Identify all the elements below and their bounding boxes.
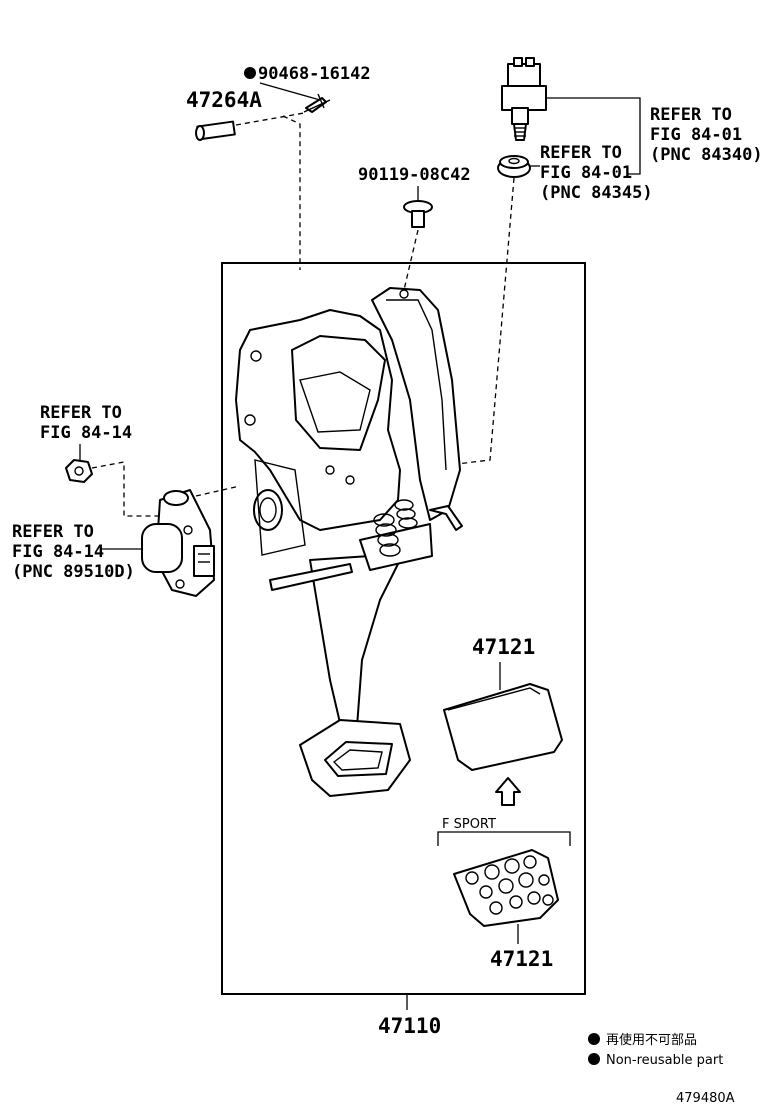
variant-label-f-sport: F SPORT <box>442 817 496 832</box>
ref-cushion-line1: REFER TO <box>540 143 622 163</box>
sport-pedal-pad-47121[interactable] <box>453 849 559 927</box>
nut-ref-84-14[interactable] <box>65 459 93 483</box>
brake-pedal-arm[interactable] <box>269 287 461 797</box>
ref-bolt-left-line1: REFER TO <box>40 403 122 423</box>
part-number-90119-08C42: 90119-08C42 <box>358 165 471 185</box>
ref-sensor-line1: REFER TO <box>12 522 94 542</box>
stop-lamp-switch[interactable] <box>501 57 547 141</box>
legend-bullet-icon <box>588 1033 600 1045</box>
figure-id: 479480A <box>676 1091 735 1106</box>
bolt-90119-08C42[interactable] <box>403 200 433 228</box>
clevis-pin-47264A[interactable] <box>195 112 305 141</box>
clip-90468-16142[interactable] <box>303 93 331 113</box>
part-number-90468-16142: 90468-16142 <box>258 64 371 84</box>
ref-sensor-line2: FIG 84-14 <box>12 542 104 562</box>
legend-bullet-icon <box>588 1053 600 1065</box>
ref-sensor-line3: (PNC 89510D) <box>12 562 135 582</box>
assembly-frame-47110 <box>221 262 586 995</box>
ref-stop-switch-line1: REFER TO <box>650 105 732 125</box>
pedal-pad-47121[interactable] <box>443 683 563 771</box>
ref-cushion-line3: (PNC 84345) <box>540 183 653 203</box>
part-number-47110: 47110 <box>378 1014 441 1038</box>
stop-switch-cushion[interactable] <box>497 155 531 178</box>
part-number-47121-pad: 47121 <box>472 635 535 659</box>
ref-bolt-left-line2: FIG 84-14 <box>40 423 132 443</box>
pedal-return-spring[interactable] <box>373 499 463 557</box>
ref-cushion-line2: FIG 84-01 <box>540 163 632 183</box>
part-number-47121-sport: 47121 <box>490 947 553 971</box>
pedal-stroke-sensor[interactable] <box>141 489 215 597</box>
pedal-support-bracket[interactable] <box>235 309 401 556</box>
legend-english: Non-reusable part <box>606 1053 723 1068</box>
replacement-arrow-icon <box>495 777 521 806</box>
non-reusable-mark-icon <box>244 67 256 79</box>
part-number-47264A: 47264A <box>186 88 262 112</box>
ref-stop-switch-line3: (PNC 84340) <box>650 145 760 165</box>
ref-stop-switch-line2: FIG 84-01 <box>650 125 742 145</box>
legend-japanese: 再使用不可部品 <box>606 1032 697 1048</box>
